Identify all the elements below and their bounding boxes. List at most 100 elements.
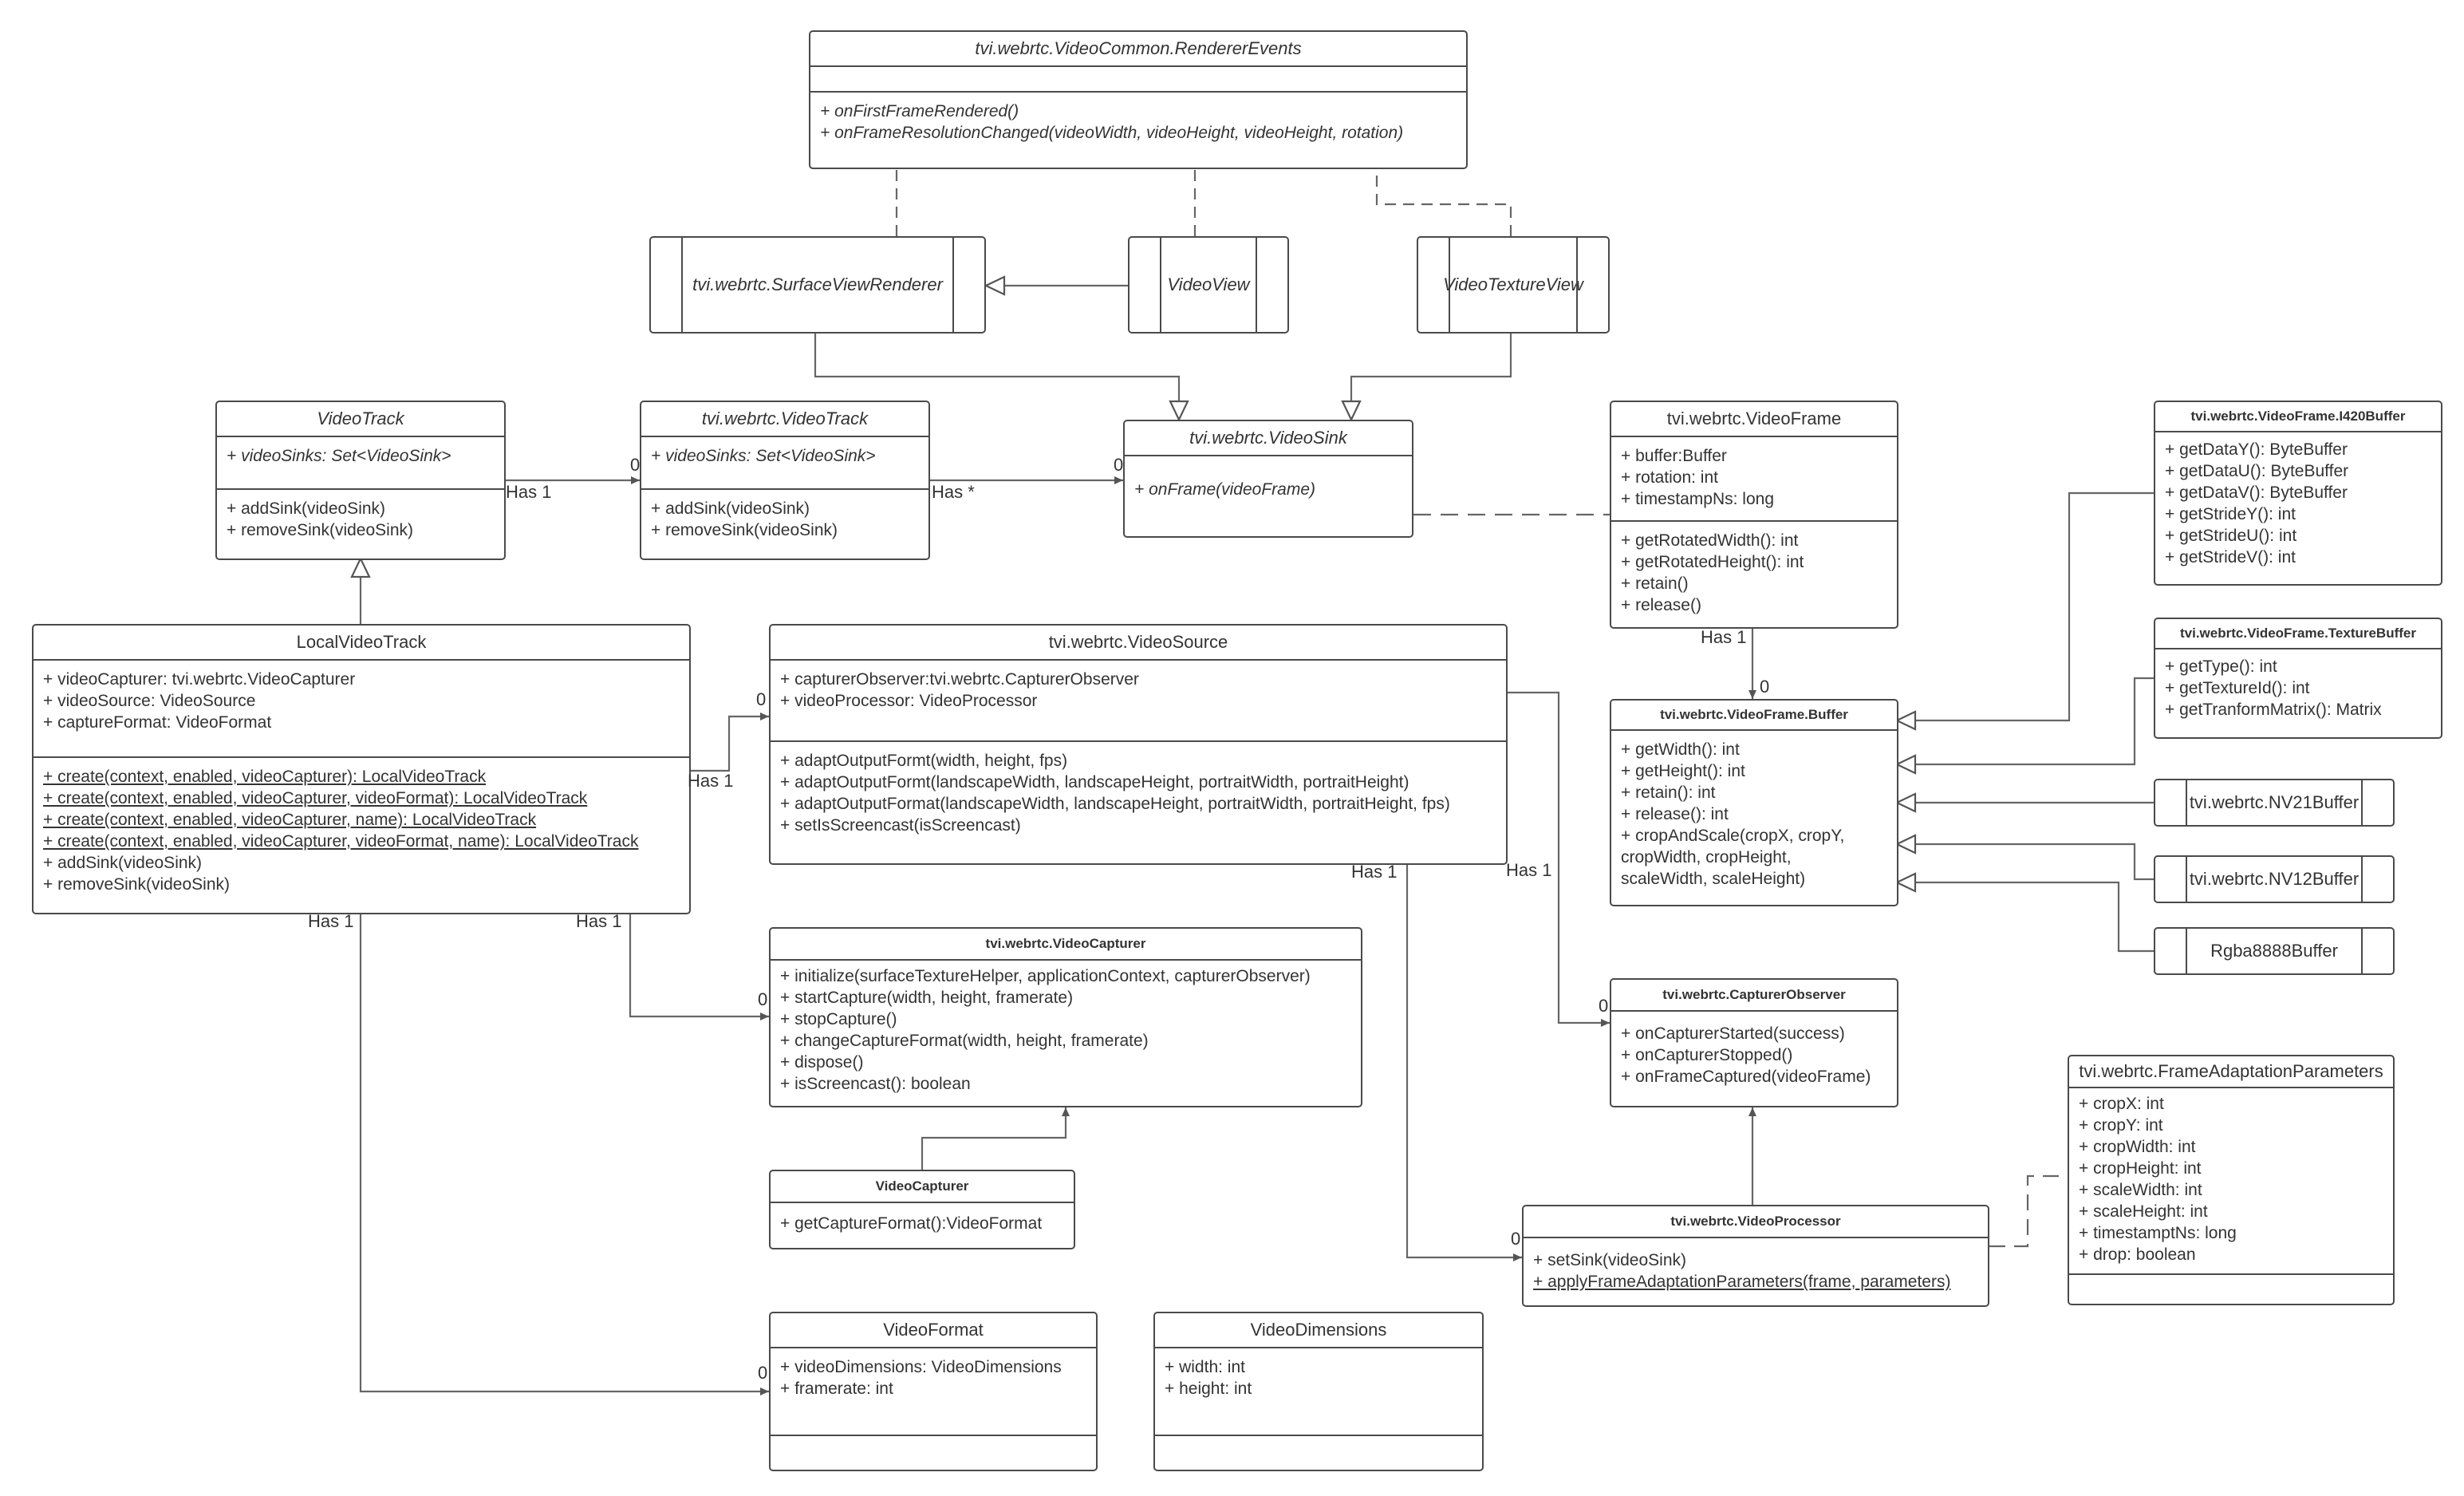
operation: cropWidth, cropHeight, <box>1621 848 1792 866</box>
multiplicity-label: 0 <box>1511 1229 1521 1249</box>
attribute: + videoCapturer: tvi.webrtc.VideoCapture… <box>43 670 356 689</box>
attribute: + rotation: int <box>1621 468 1718 487</box>
multiplicity-label: Has * <box>932 482 975 502</box>
class-video-frame-buffer: tvi.webrtc.VideoFrame.Buffer + getWidth(… <box>1610 699 1898 906</box>
multiplicity-label: Has 1 <box>1506 860 1552 880</box>
operation: scaleWidth, scaleHeight) <box>1621 870 1806 888</box>
attribute: + cropX: int <box>2079 1095 2164 1113</box>
operations-section: + getRotatedWidth(): int + getRotatedHei… <box>1611 522 1897 616</box>
multiplicity-label: Has 1 <box>576 911 622 931</box>
attribute: + framerate: int <box>780 1380 893 1398</box>
operation: + create(context, enabled, videoCapturer… <box>43 789 588 807</box>
operation: + getStrideY(): int <box>2165 505 2296 523</box>
multiplicity-label: 0 <box>1599 996 1609 1016</box>
generalization-rgba-buffer <box>1894 872 2154 953</box>
attribute: + videoSinks: Set<VideoSink> <box>227 447 451 465</box>
operations-section: + onFirstFrameRendered() + onFrameResolu… <box>810 93 1466 144</box>
operation: + create(context, enabled, videoCapturer… <box>43 832 639 851</box>
generalization-videocapturer-webrtccapturer <box>921 1107 1070 1170</box>
association-videosource-capturerobserver <box>1508 691 1610 1027</box>
operation: + adaptOutputFormt(landscapeWidth, lands… <box>780 773 1409 791</box>
operation: + onCapturerStarted(success) <box>1621 1024 1845 1043</box>
generalization-texture-videosink <box>1341 334 1512 422</box>
association-localtrack-videosource <box>691 712 769 772</box>
operations-section <box>2069 1275 2393 1283</box>
class-name: VideoFormat <box>771 1313 1096 1348</box>
operation: + onFrame(videoFrame) <box>1134 480 1315 499</box>
class-name: VideoCapturer <box>771 1171 1074 1203</box>
class-name: tvi.webrtc.VideoFrame.Buffer <box>1611 701 1897 731</box>
class-name: tvi.webrtc.VideoFrame.TextureBuffer <box>2155 619 2441 649</box>
operation: + release(): int <box>1621 805 1729 823</box>
operation: + getStrideV(): int <box>2165 548 2296 566</box>
attribute: + videoProcessor: VideoProcessor <box>780 692 1038 710</box>
class-name: tvi.webrtc.VideoFrame <box>1611 402 1897 437</box>
operation: + retain() <box>1621 574 1689 593</box>
class-name: tvi.webrtc.NV12Buffer <box>2189 869 2360 889</box>
operation: + getRotatedHeight(): int <box>1621 553 1804 571</box>
generalization-nv12-buffer <box>1894 834 2154 881</box>
operations-section <box>1155 1436 1482 1444</box>
operation: + onFirstFrameRendered() <box>820 102 1019 120</box>
operation: + dispose() <box>780 1053 864 1072</box>
class-renderer-events: tvi.webrtc.VideoCommon.RendererEvents + … <box>809 30 1468 169</box>
attributes-section: + videoSinks: Set<VideoSink> <box>217 437 504 490</box>
class-nv12-buffer: tvi.webrtc.NV12Buffer <box>2154 855 2395 903</box>
operation: + initialize(surfaceTextureHelper, appli… <box>780 967 1311 985</box>
generalization-i420-buffer <box>1894 491 2154 731</box>
operation: + onFrameResolutionChanged(videoWidth, v… <box>820 124 1404 142</box>
attribute: + capturerObserver:tvi.webrtc.CapturerOb… <box>780 670 1139 689</box>
operations-section: + onFrame(videoFrame) <box>1125 456 1412 500</box>
attributes-section: + videoCapturer: tvi.webrtc.VideoCapture… <box>34 661 689 758</box>
attribute: + scaleWidth: int <box>2079 1181 2202 1199</box>
class-name: VideoTrack <box>217 402 504 437</box>
operations-section: + getWidth(): int + getHeight(): int + r… <box>1611 731 1897 890</box>
class-name: tvi.webrtc.VideoSink <box>1125 421 1412 456</box>
class-name: tvi.webrtc.NV21Buffer <box>2189 792 2360 812</box>
operation: + getHeight(): int <box>1621 762 1745 780</box>
generalization-surfaceviewrenderer-videosink <box>814 334 1189 422</box>
realization-texture-events <box>1375 168 1512 236</box>
operation: + setSink(videoSink) <box>1533 1251 1687 1269</box>
class-video-track: VideoTrack + videoSinks: Set<VideoSink> … <box>215 401 506 560</box>
class-name: VideoDimensions <box>1155 1313 1482 1348</box>
multiplicity-label: 0 <box>758 989 768 1009</box>
attribute: + drop: boolean <box>2079 1245 2196 1264</box>
operations-section <box>771 1436 1096 1444</box>
association-videosource-videoprocessor <box>1405 865 1522 1261</box>
class-name: tvi.webrtc.VideoCapturer <box>771 929 1361 961</box>
attribute: + captureFormat: VideoFormat <box>43 713 272 732</box>
class-video-capturer: VideoCapturer + getCaptureFormat():Video… <box>769 1170 1075 1249</box>
class-name: VideoTextureView <box>1443 274 1583 294</box>
operation: + addSink(videoSink) <box>43 854 203 872</box>
class-video-format: VideoFormat + videoDimensions: VideoDime… <box>769 1312 1098 1471</box>
operation: + getTextureId(): int <box>2165 679 2310 697</box>
operation: + getDataU(): ByteBuffer <box>2165 462 2349 480</box>
operations-section: + create(context, enabled, videoCapturer… <box>34 758 689 895</box>
association-localtrack-webrtccapturer <box>629 914 769 1020</box>
attribute: + videoSource: VideoSource <box>43 692 256 710</box>
operation: + addSink(videoSink) <box>227 499 386 518</box>
attribute: + videoSinks: Set<VideoSink> <box>651 447 876 465</box>
attribute: + scaleHeight: int <box>2079 1202 2208 1221</box>
attribute: + buffer:Buffer <box>1621 447 1727 465</box>
class-capturer-observer: tvi.webrtc.CapturerObserver + onCapturer… <box>1610 978 1898 1107</box>
class-webrtc-video-capturer: tvi.webrtc.VideoCapturer + initialize(su… <box>769 927 1362 1107</box>
attribute: + videoDimensions: VideoDimensions <box>780 1358 1062 1376</box>
multiplicity-label: 0 <box>1114 455 1124 475</box>
attributes-section: + videoSinks: Set<VideoSink> <box>641 437 928 490</box>
class-video-view: VideoView <box>1128 236 1289 334</box>
operations-section: + onCapturerStarted(success) + onCapture… <box>1611 1012 1897 1087</box>
class-i420-buffer: tvi.webrtc.VideoFrame.I420Buffer + getDa… <box>2154 401 2442 586</box>
class-name: tvi.webrtc.VideoCommon.RendererEvents <box>810 32 1466 67</box>
operation: + isScreencast(): boolean <box>780 1075 971 1093</box>
operation: + setIsScreencast(isScreencast) <box>780 816 1021 835</box>
attribute: + cropWidth: int <box>2079 1138 2196 1156</box>
operation: + removeSink(videoSink) <box>43 875 231 894</box>
multiplicity-label: Has 1 <box>1701 627 1747 647</box>
attributes-section <box>810 67 1466 93</box>
operations-section: + setSink(videoSink) + applyFrameAdaptat… <box>1524 1238 1988 1293</box>
operations-section: + addSink(videoSink) + removeSink(videoS… <box>217 490 504 541</box>
